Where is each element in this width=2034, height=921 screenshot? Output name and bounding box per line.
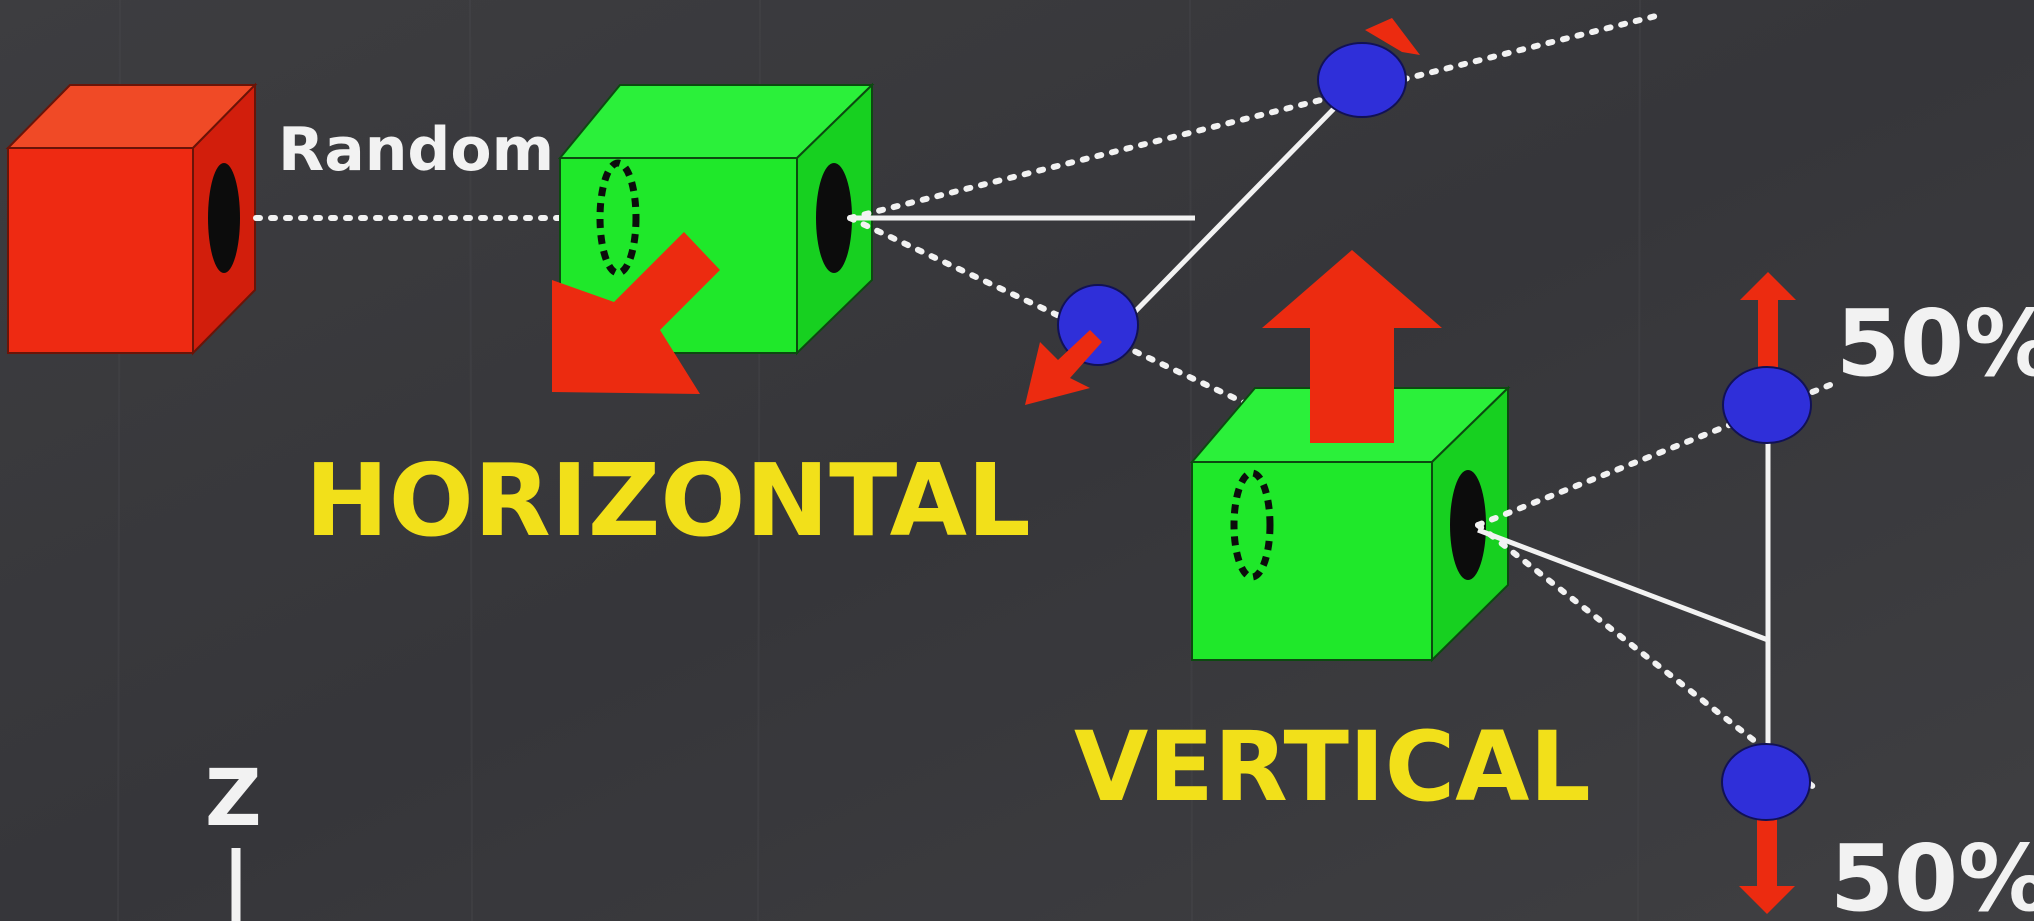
horizontal-label: HORIZONTAL — [305, 442, 1031, 559]
axis-z-label: Z — [205, 754, 262, 844]
horizontal-polarization-arrow — [552, 232, 720, 394]
horizontal-front-aperture — [816, 163, 852, 273]
vertical-back-aperture — [1230, 469, 1274, 581]
photon-vertical-up-icon — [1722, 272, 1812, 444]
horizontal-output-beams — [847, 12, 1663, 413]
vertical-polarizer-cube-icon — [1189, 385, 1511, 663]
vertical-polarization-arrow — [1262, 250, 1442, 443]
vertical-front-aperture — [1450, 470, 1486, 580]
source-cube-icon — [5, 82, 258, 356]
vertical-label: VERTICAL — [1074, 711, 1591, 823]
random-label: Random — [278, 115, 554, 185]
photon-top-icon — [1317, 18, 1420, 118]
horizontal-back-aperture — [596, 159, 640, 277]
percent-bottom-label: 50% — [1830, 825, 2034, 921]
photon-lower-icon — [1025, 284, 1139, 405]
photon-vertical-down-icon — [1721, 743, 1811, 914]
percent-top-label: 50% — [1836, 290, 2034, 397]
source-aperture — [208, 163, 240, 273]
